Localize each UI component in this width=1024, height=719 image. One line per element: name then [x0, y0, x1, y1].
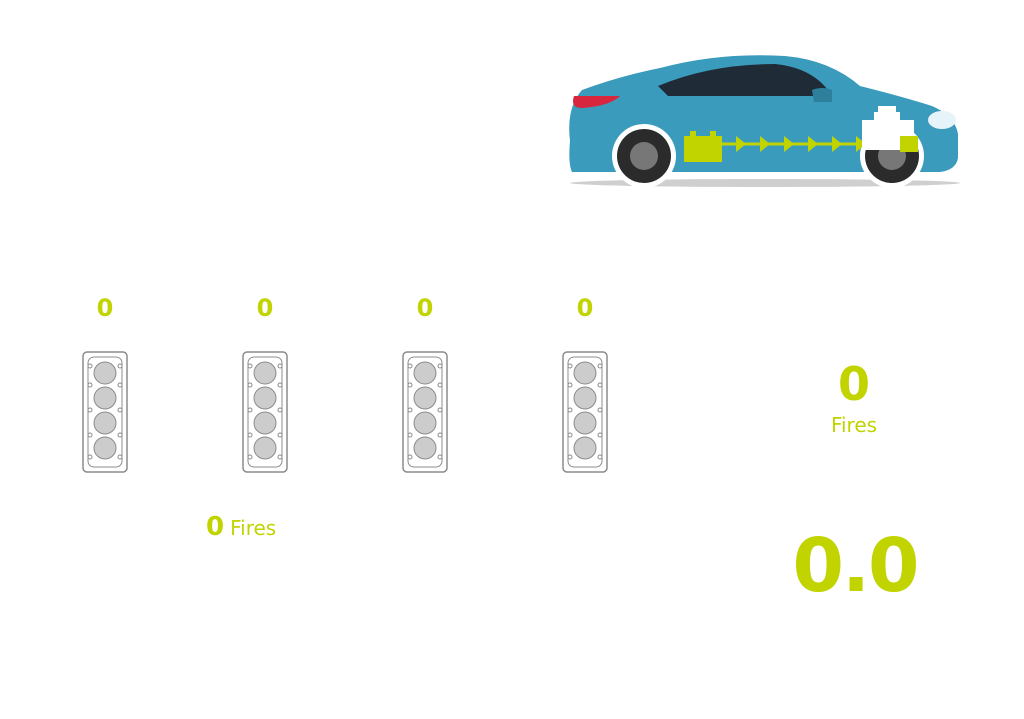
- engine-block-icon: [401, 351, 449, 473]
- fires-counter-total: 0 Fires: [808, 356, 900, 438]
- engine-block-icon: [241, 351, 289, 473]
- fires-total-label: Fires: [830, 413, 878, 437]
- engine-block-icon: [561, 351, 609, 473]
- main-value-readout: 0.0: [792, 523, 919, 609]
- fires-inline-value: 0: [206, 512, 225, 542]
- cylinder-count-3: 0: [416, 294, 434, 322]
- cylinder-count-1: 0: [96, 294, 114, 322]
- engine-block-icon: [81, 351, 129, 473]
- hybrid-car-icon: [569, 55, 960, 188]
- fires-inline-label: Fires: [230, 516, 277, 540]
- fires-total-value: 0: [837, 357, 870, 411]
- cylinder-count-4: 0: [576, 294, 594, 322]
- car-illustration: [560, 46, 965, 194]
- cylinder-count-2: 0: [256, 294, 274, 322]
